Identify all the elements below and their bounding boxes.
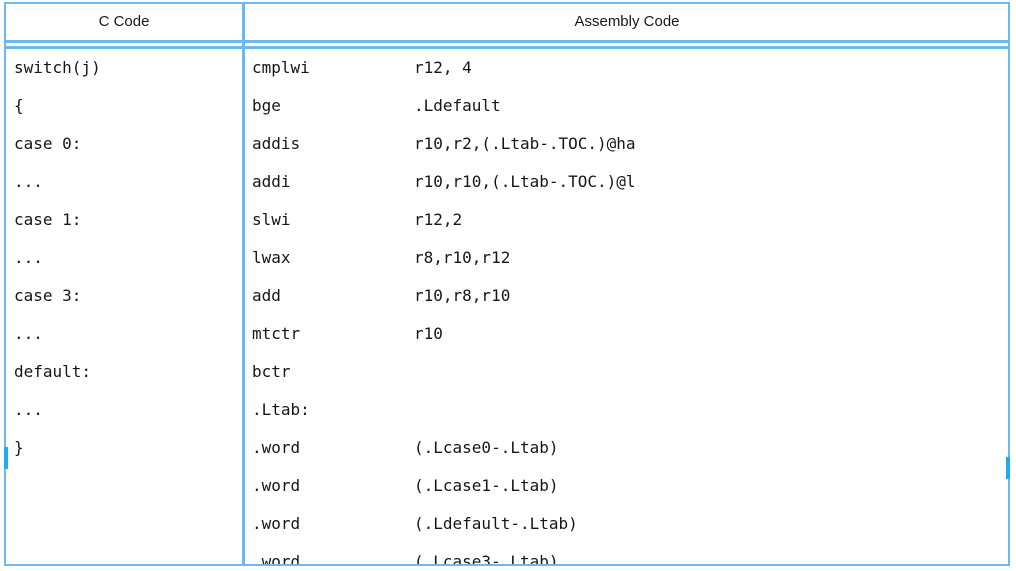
c-code-line: }: [14, 438, 24, 457]
header-rule-upper: [6, 40, 1008, 43]
header-rule-lower: [6, 46, 1008, 49]
c-code-line: ...: [14, 400, 43, 419]
assembly-instruction-row: bctr: [245, 353, 1008, 391]
assembly-operand: (.Lcase1-.Ltab): [414, 476, 559, 495]
assembly-mnemonic: .Ltab:: [252, 400, 310, 419]
assembly-instruction-row: addis r10,r2,(.Ltab-.TOC.)@ha: [245, 125, 1008, 163]
assembly-operand: (.Lcase0-.Ltab): [414, 438, 559, 457]
assembly-mnemonic: bctr: [252, 362, 291, 381]
assembly-operand: r12, 4: [414, 58, 472, 77]
assembly-instruction-row: slwi r12,2: [245, 201, 1008, 239]
assembly-operand: (.Ldefault-.Ltab): [414, 514, 578, 533]
assembly-operand: r10,r8,r10: [414, 286, 511, 305]
assembly-instruction-row: .Ltab:: [245, 391, 1008, 429]
c-code-line: ...: [14, 248, 43, 267]
assembly-mnemonic: addis: [252, 134, 301, 153]
assembly-mnemonic: .word: [252, 438, 301, 457]
assembly-instruction-row: .word (.Lcase1-.Ltab): [245, 467, 1008, 505]
assembly-instruction-row: addi r10,r10,(.Ltab-.TOC.)@l: [245, 163, 1008, 201]
assembly-mnemonic: bge: [252, 96, 281, 115]
assembly-operand: r8,r10,r12: [414, 248, 511, 267]
left-edge-accent-marker: [4, 447, 8, 469]
assembly-mnemonic: slwi: [252, 210, 291, 229]
c-code-line: ...: [14, 172, 43, 191]
assembly-code-column: cmplwi r12, 4 bge .Ldefault addis r10,r2,(.Lt…: [245, 49, 1008, 564]
assembly-mnemonic: addi: [252, 172, 291, 191]
assembly-operand: r10: [414, 324, 443, 343]
assembly-mnemonic: .word: [252, 514, 301, 533]
c-code-line: ...: [14, 324, 43, 343]
assembly-instruction-row: lwax r8,r10,r12: [245, 239, 1008, 277]
column-header-assembly-code: Assembly Code: [574, 13, 680, 30]
assembly-operand: r10,r10,(.Ltab-.TOC.)@l: [414, 172, 636, 191]
assembly-operand: .Ldefault: [414, 96, 501, 115]
c-code-line: case 0:: [14, 134, 82, 153]
c-code-line: {: [14, 96, 24, 115]
assembly-mnemonic: cmplwi: [252, 58, 310, 77]
table-body: switch(j) { case 0:... case 1:... case 3:...…: [6, 49, 1008, 564]
assembly-instruction-row: bge .Ldefault: [245, 87, 1008, 125]
assembly-operand: (.Lcase3-.Ltab): [414, 552, 559, 564]
assembly-instruction-row: mtctr r10: [245, 315, 1008, 353]
c-code-line: default:: [14, 362, 92, 381]
assembly-mnemonic: .word: [252, 476, 301, 495]
table-header-row: C Code Assembly Code: [6, 4, 1008, 40]
assembly-operand: r10,r2,(.Ltab-.TOC.)@ha: [414, 134, 636, 153]
assembly-instruction-row: add r10,r8,r10: [245, 277, 1008, 315]
c-code-line: case 1:: [14, 210, 82, 229]
assembly-instruction-row: cmplwi r12, 4: [245, 49, 1008, 87]
code-comparison-table: C Code Assembly Code switch(j) { case 0:..…: [4, 2, 1010, 566]
right-edge-accent-marker: [1006, 457, 1010, 479]
assembly-operand: r12,2: [414, 210, 463, 229]
c-code-line: case 3:: [14, 286, 82, 305]
c-code-column: switch(j) { case 0:... case 1:... case 3:...…: [6, 49, 242, 564]
assembly-instruction-row: .word (.Lcase0-.Ltab): [245, 429, 1008, 467]
assembly-mnemonic: add: [252, 286, 281, 305]
assembly-mnemonic: mtctr: [252, 324, 301, 343]
assembly-instruction-row: .word (.Lcase3-.Ltab): [245, 543, 1008, 564]
c-code-line: switch(j): [14, 58, 101, 77]
assembly-mnemonic: .word: [252, 552, 301, 564]
assembly-mnemonic: lwax: [252, 248, 291, 267]
assembly-instruction-row: .word (.Ldefault-.Ltab): [245, 505, 1008, 543]
column-divider: [242, 4, 245, 564]
column-header-c-code: C Code: [98, 13, 150, 30]
